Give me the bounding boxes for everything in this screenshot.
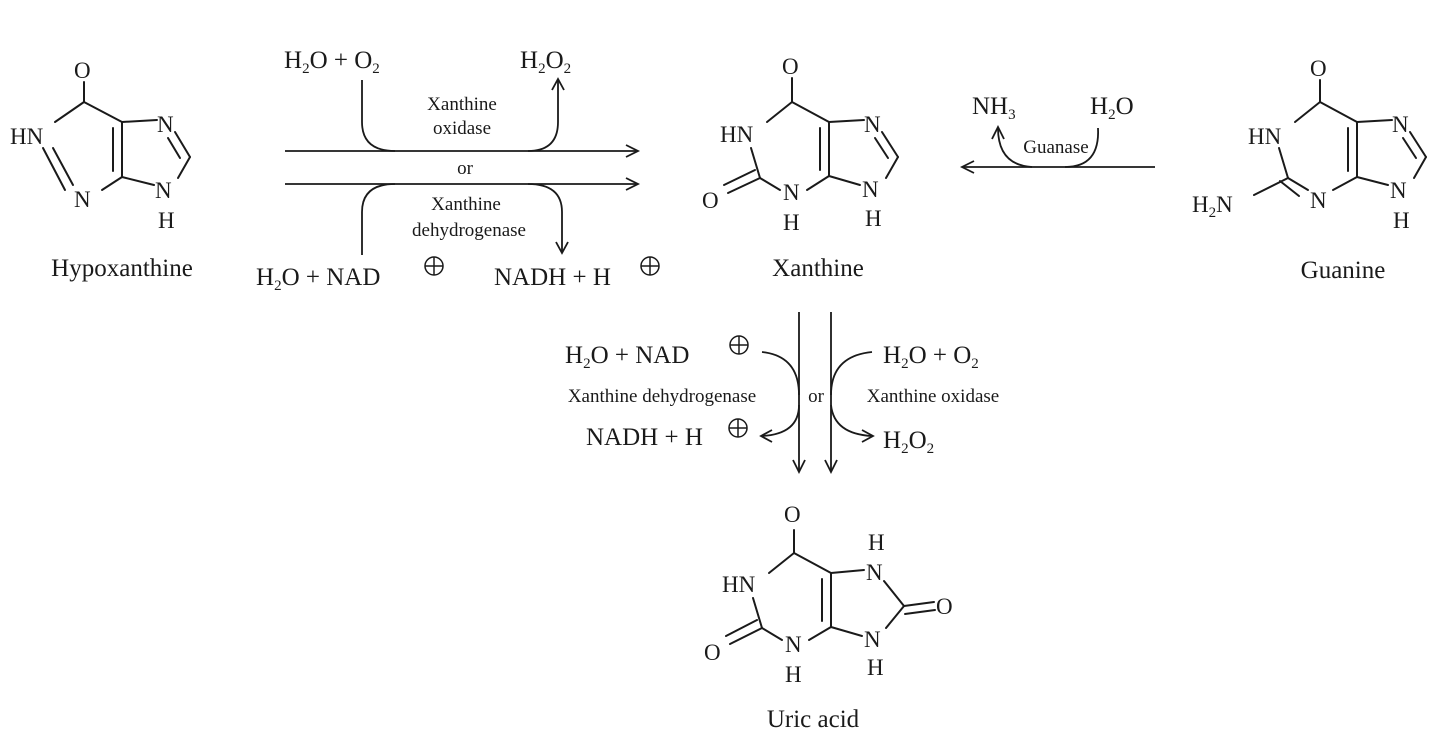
top-nad-plus-charge-icon [424, 256, 444, 276]
dehydrogenase-output-arrowhead [555, 241, 569, 255]
hypoxanthine-atom-o6: O [74, 58, 91, 83]
hypoxanthine-to-xanthine-reaction: H2O + O2 H2O2 Xanthine oxidase or Xanthi… [256, 47, 660, 294]
oxidase-output-arrowhead [551, 77, 565, 91]
bottom-nad-plus-charge-icon [729, 335, 749, 355]
oxidase-input-curve [361, 80, 396, 152]
uric-acid-atom-o2: O [704, 640, 721, 665]
guanase-water: H2O [1090, 93, 1134, 123]
guanase-ammonia-curve [997, 127, 1033, 168]
hypoxanthine-atom-h9: H [158, 208, 175, 233]
uric-acid-bonds [725, 529, 936, 645]
top-or-label: or [457, 158, 474, 179]
uric-acid-atom-n7: N [866, 560, 883, 585]
xanthine-atom-n7: N [864, 112, 881, 137]
bottom-oxidase-output-arrowhead [861, 429, 875, 443]
xanthine-atom-n3: N [783, 180, 800, 205]
guanine-bonds [1253, 79, 1427, 197]
hypoxanthine-atom-n3: N [74, 187, 91, 212]
uric-acid-atom-o6: O [784, 502, 801, 527]
bottom-enzyme-oxidase: Xanthine oxidase [867, 386, 999, 407]
top-dehydrogenase-products: NADH + H [494, 264, 611, 291]
bottom-h-plus-charge-icon [728, 418, 748, 438]
uric-acid-atom-n3: N [785, 632, 802, 657]
xanthine-atom-n1: HN [720, 122, 754, 147]
xanthine-bonds [723, 77, 899, 194]
uric-acid-structure: O HN O N H N H O N H Uric acid [704, 502, 953, 733]
hypoxanthine-atom-n1: HN [10, 124, 44, 149]
forward-arrow-dehydrogenase [285, 177, 641, 191]
forward-arrow-oxidase [285, 144, 641, 158]
uric-acid-atom-o8: O [936, 594, 953, 619]
xanthine-atom-h3: H [783, 210, 800, 235]
guanine-amino-group: H2N [1192, 192, 1233, 221]
guanine-atom-o6: O [1310, 56, 1327, 81]
bottom-dehydrogenase-reactants: H2O + NAD [565, 342, 689, 372]
xanthine-to-uric-acid-reaction: H2O + NAD Xanthine dehydrogenase NADH + … [565, 312, 999, 475]
dehydrogenase-input-curve [361, 183, 396, 255]
guanine-atom-n1: HN [1248, 124, 1282, 149]
top-h-plus-charge-icon [640, 256, 660, 276]
bottom-oxidase-product: H2O2 [883, 427, 934, 457]
uric-acid-atom-n1: HN [722, 572, 756, 597]
guanine-atom-n3: N [1310, 188, 1327, 213]
guanase-ammonia: NH3 [972, 93, 1016, 123]
uric-acid-atom-h7: H [868, 530, 885, 555]
guanine-atom-n7: N [1392, 112, 1409, 137]
top-dehydrogenase-reactants: H2O + NAD [256, 264, 380, 294]
xanthine-structure: O HN O N H N N H Xanthine [702, 54, 899, 282]
uric-acid-atom-h9: H [867, 655, 884, 680]
uric-acid-label: Uric acid [767, 706, 860, 733]
bottom-dehydrogenase-output-arrowhead [759, 429, 773, 443]
top-enzyme-dehydrogenase-line2: dehydrogenase [412, 220, 526, 241]
guanase-ammonia-arrowhead [991, 124, 1005, 140]
oxidase-output-curve [527, 80, 559, 152]
bottom-dehydrogenase-products: NADH + H [586, 424, 703, 451]
guanase-water-curve [1064, 127, 1099, 168]
guanine-to-xanthine-reaction: NH3 H2O Guanase [959, 93, 1155, 174]
bottom-oxidase-reactants: H2O + O2 [883, 342, 979, 372]
guanine-label: Guanine [1301, 257, 1386, 284]
top-oxidase-reactants: H2O + O2 [284, 47, 380, 77]
uric-acid-atom-n9: N [864, 627, 881, 652]
hypoxanthine-bonds [42, 81, 191, 191]
top-enzyme-dehydrogenase-line1: Xanthine [431, 194, 501, 215]
xanthine-atom-o6: O [782, 54, 799, 79]
guanine-atom-n9: N [1390, 178, 1407, 203]
hypoxanthine-structure: O HN N N N H Hypoxanthine [10, 58, 193, 282]
bottom-enzyme-dehydrogenase: Xanthine dehydrogenase [568, 386, 756, 407]
xanthine-atom-h9: H [865, 206, 882, 231]
hypoxanthine-label: Hypoxanthine [51, 255, 193, 282]
guanine-atom-h9: H [1393, 208, 1410, 233]
xanthine-atom-o2: O [702, 188, 719, 213]
top-enzyme-oxidase-line2: oxidase [433, 118, 491, 139]
hypoxanthine-atom-n7: N [157, 112, 174, 137]
top-enzyme-oxidase-line1: Xanthine [427, 94, 497, 115]
guanase-arrow [959, 160, 1155, 174]
uric-acid-atom-h3: H [785, 662, 802, 687]
bottom-or-label: or [808, 386, 825, 407]
xanthine-atom-n9: N [862, 177, 879, 202]
guanine-structure: O HN N N N H H2N Guanine [1192, 56, 1427, 284]
xanthine-label: Xanthine [772, 255, 864, 282]
hypoxanthine-atom-n9: N [155, 178, 172, 203]
bottom-dehydrogenase-input-curve [761, 351, 800, 396]
top-oxidase-product: H2O2 [520, 47, 571, 77]
dehydrogenase-output-curve [527, 183, 563, 252]
guanase-enzyme-label: Guanase [1023, 137, 1088, 158]
bottom-oxidase-output-curve [830, 404, 873, 437]
bottom-oxidase-input-curve [830, 351, 873, 396]
bottom-dehydrogenase-output-curve [761, 404, 800, 437]
